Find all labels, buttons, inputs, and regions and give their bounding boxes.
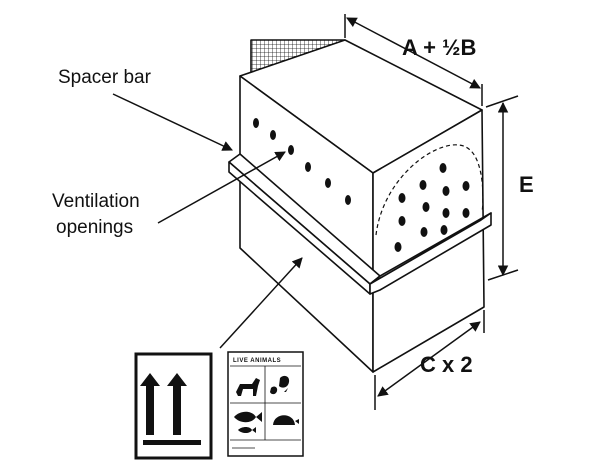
ventilation-leader: [157, 151, 286, 224]
crate-side-face: [372, 109, 485, 373]
front-ventilation-holes: [253, 118, 351, 205]
spacer-bar-side-face: [369, 212, 492, 295]
bird-small-icon: [270, 386, 278, 395]
dog-icon: [236, 378, 260, 396]
fish-icon: [234, 411, 262, 423]
dashed-curve: [375, 144, 484, 236]
live-animals-text: LIVE ANIMALS: [233, 358, 281, 364]
ventilation-label-line2: openings: [56, 217, 133, 238]
live-animals-label-icon: LIVE ANIMALS: [227, 351, 304, 457]
fish-small-icon: [238, 427, 256, 433]
leader-lines: [112, 93, 303, 349]
labels-leader: [219, 257, 303, 349]
dim-bottom-label: C x 2: [420, 352, 473, 377]
side-ventilation-holes: [394, 163, 470, 252]
dim-height-extension-top: [485, 95, 519, 108]
dim-top-label: A + ½B: [402, 35, 476, 60]
bird-icon: [279, 375, 290, 392]
dimension-lines: [344, 14, 519, 410]
spacer-bar-leader: [112, 93, 233, 151]
crate: [228, 39, 492, 373]
dim-height-label: E: [519, 172, 534, 197]
turtle-icon: [273, 415, 299, 425]
spacer-bar-label: Spacer bar: [58, 67, 152, 88]
this-way-up-arrows-icon: [134, 352, 213, 460]
dim-bottom-arrow: [377, 321, 481, 397]
ventilation-label-line1: Ventilation: [52, 191, 140, 212]
dim-top-arrow: [346, 17, 481, 89]
